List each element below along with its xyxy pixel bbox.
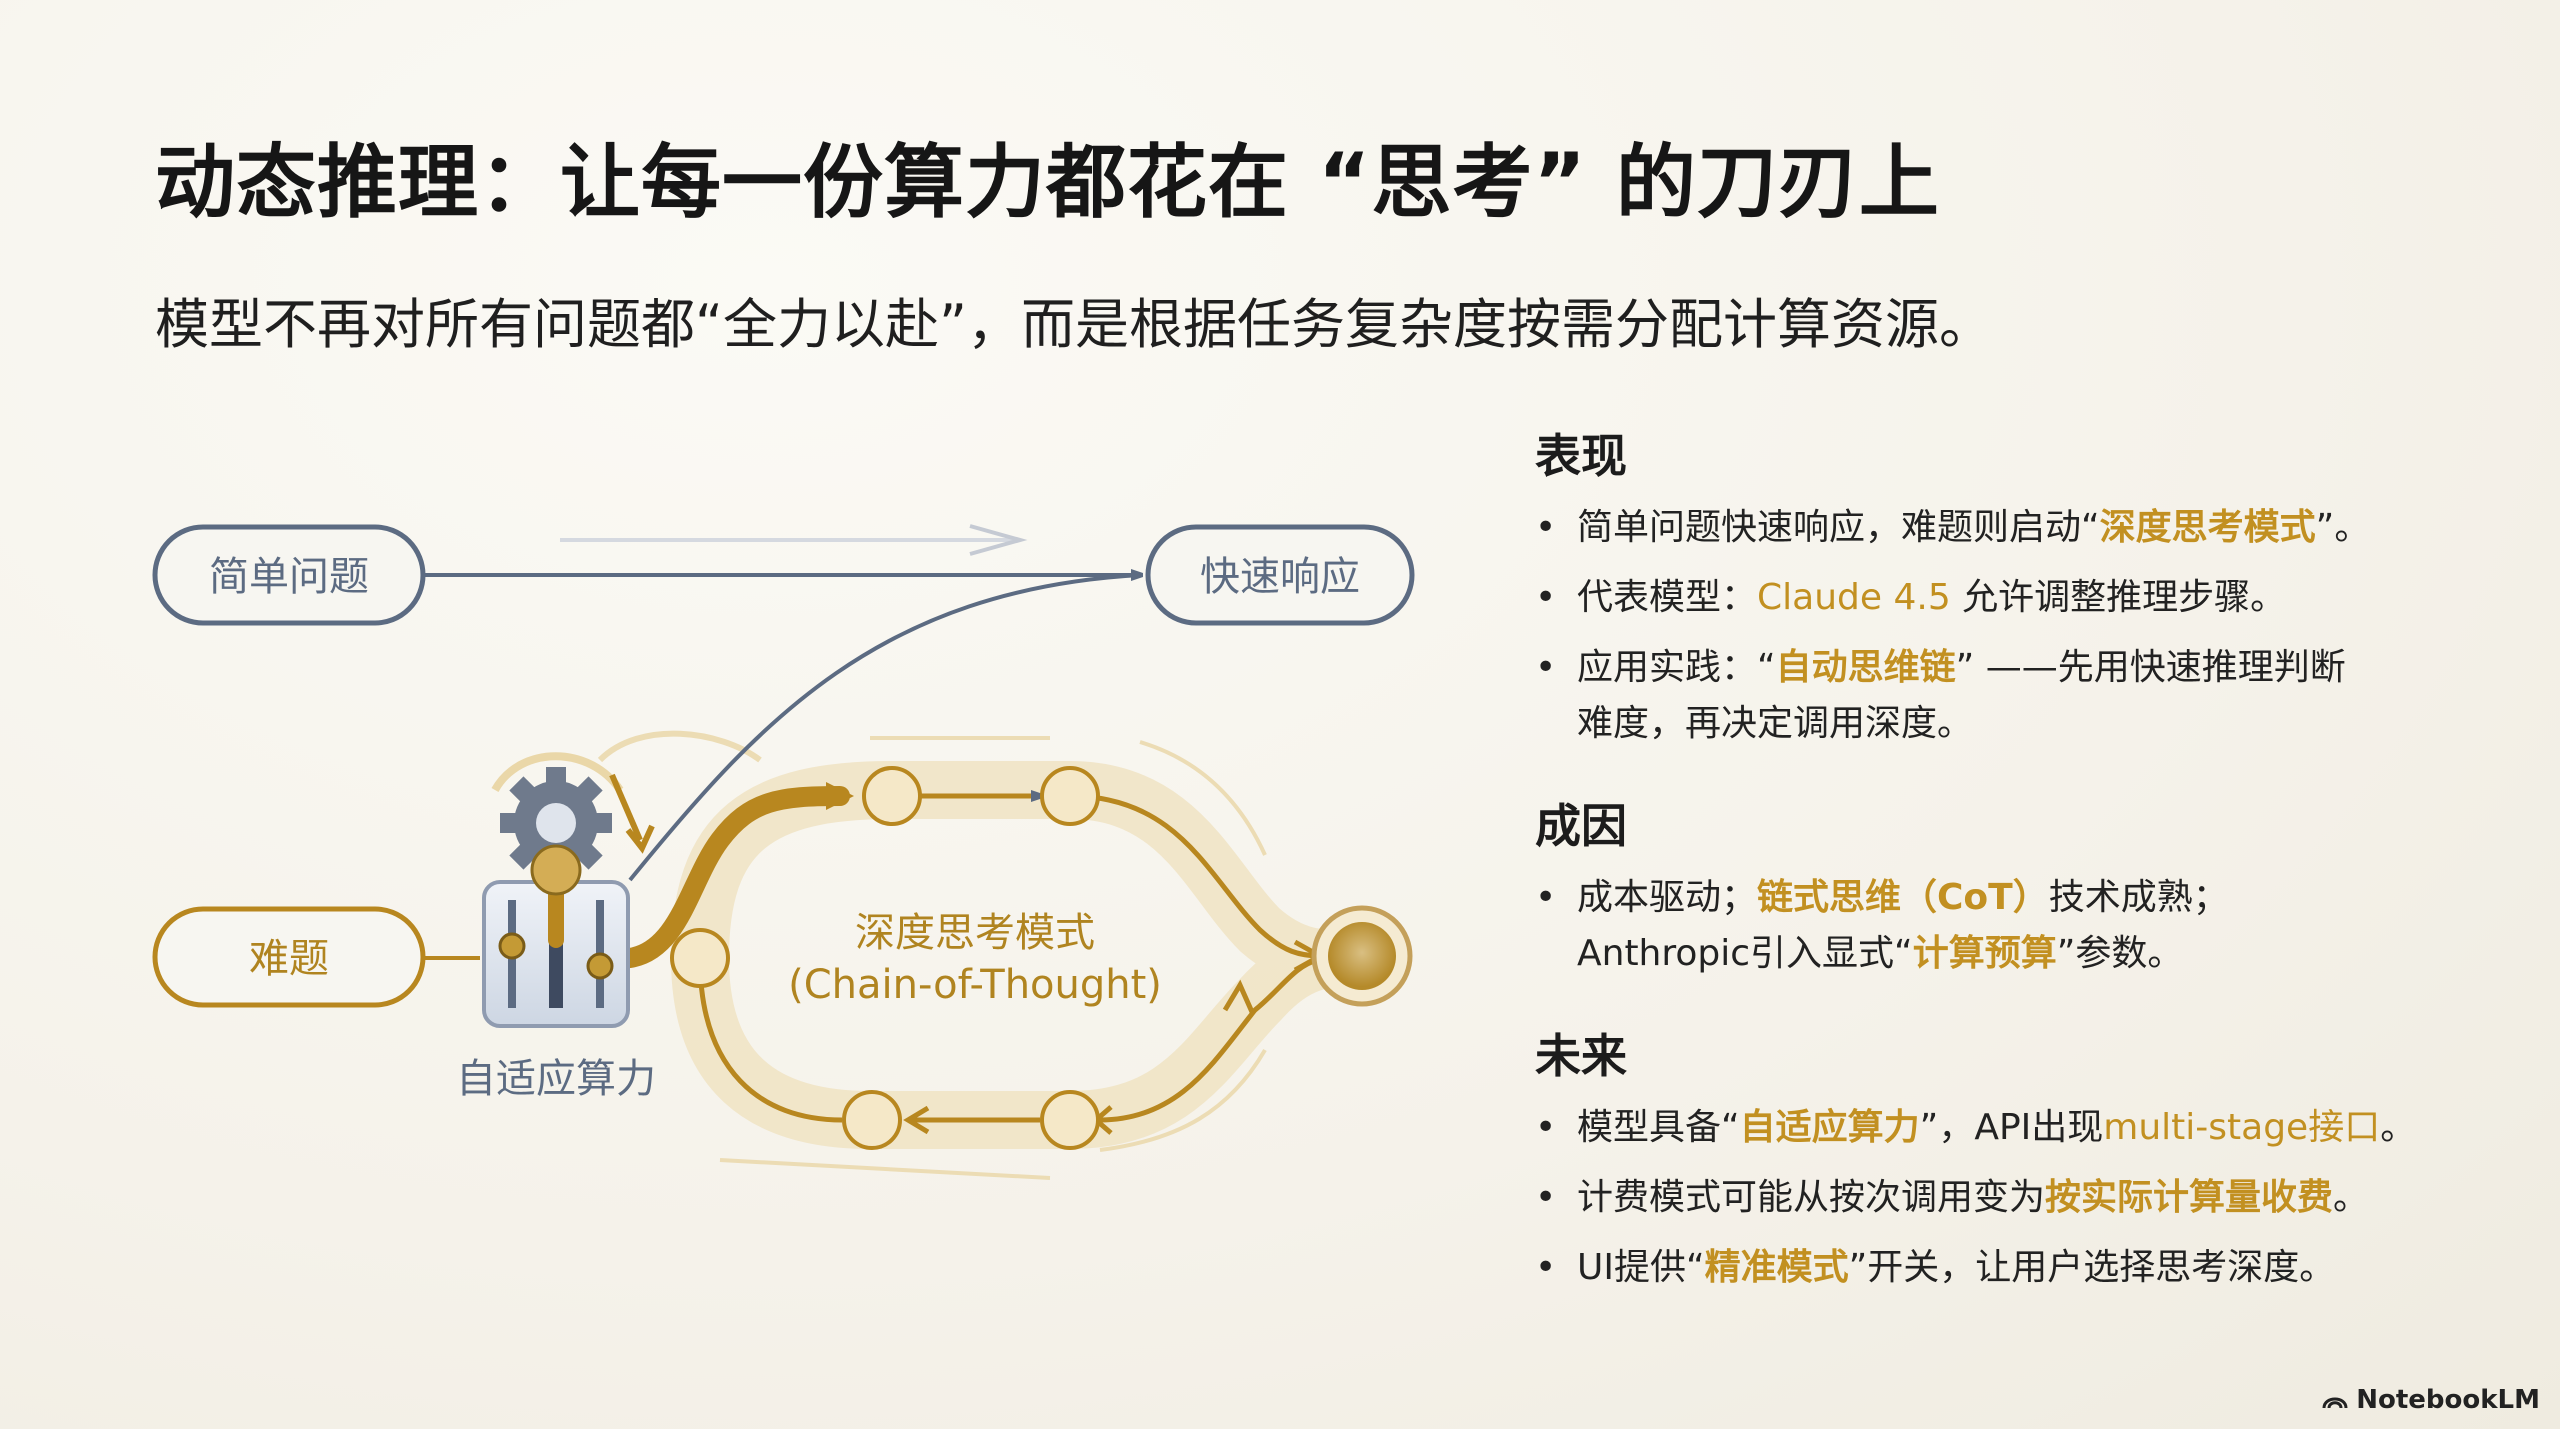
bullet-cause-1-line2: Anthropic引入显式“计算预算”参数。 [1577,933,2184,974]
cot-node-bottom-1 [842,1090,902,1150]
hard-question-label: 难题 [249,936,329,982]
simple-question-pill: 简单问题 [152,524,426,626]
cot-node-bottom-2 [1040,1090,1100,1150]
bullet-future-2: •计费模式可能从按次调用变为按实际计算量收费。 [1535,1177,2370,1218]
cot-node-top-2 [1040,766,1100,826]
adaptive-compute-label: 自适应算力 [456,1056,656,1102]
page-title: 动态推理：让每一份算力都花在 “思考” 的刀刃上 [155,136,1940,229]
cot-node-start [670,928,730,988]
notebooklm-logo-icon [2322,1397,2348,1409]
gear-icon [500,767,612,879]
bullet-future-1: •模型具备“自适应算力”，API出现multi-stage接口。 [1535,1107,2417,1148]
bullet-performance-2: •代表模型：Claude 4.5 允许调整推理步骤。 [1535,577,2287,618]
bullet-future-3: •UI提供“精准模式”开关，让用户选择思考深度。 [1535,1247,2336,1288]
notebooklm-brand: NotebookLM [2322,1385,2540,1415]
bullet-cause-1: •成本驱动；链式思维（CoT）技术成熟； [1535,877,2229,918]
section-title-cause: 成因 [1535,799,1627,853]
bullet-performance-3: •应用实践：“自动思维链” ——先用快速推理判断 [1535,647,2346,688]
deep-mode-sublabel: (Chain-of-Thought) [788,962,1162,1008]
brand-label: NotebookLM [2356,1385,2540,1415]
bullet-performance-1: •简单问题快速响应，难题则启动“深度思考模式”。 [1535,507,2371,548]
fast-response-pill: 快速响应 [1145,524,1415,626]
simple-question-label: 简单问题 [209,554,369,600]
cot-node-top-1 [862,766,922,826]
hard-question-pill: 难题 [152,906,426,1008]
adaptive-compute-icon [482,752,655,1028]
bullet-performance-3-line2: 难度，再决定调用深度。 [1577,703,1974,744]
section-title-performance: 表现 [1535,429,1627,483]
fast-response-label: 快速响应 [1200,554,1360,600]
section-title-future: 未来 [1535,1029,1627,1083]
deep-mode-label: 深度思考模式 [855,910,1095,956]
page-subtitle: 模型不再对所有问题都“全力以赴”，而是根据任务复杂度按需分配计算资源。 [155,293,1993,356]
